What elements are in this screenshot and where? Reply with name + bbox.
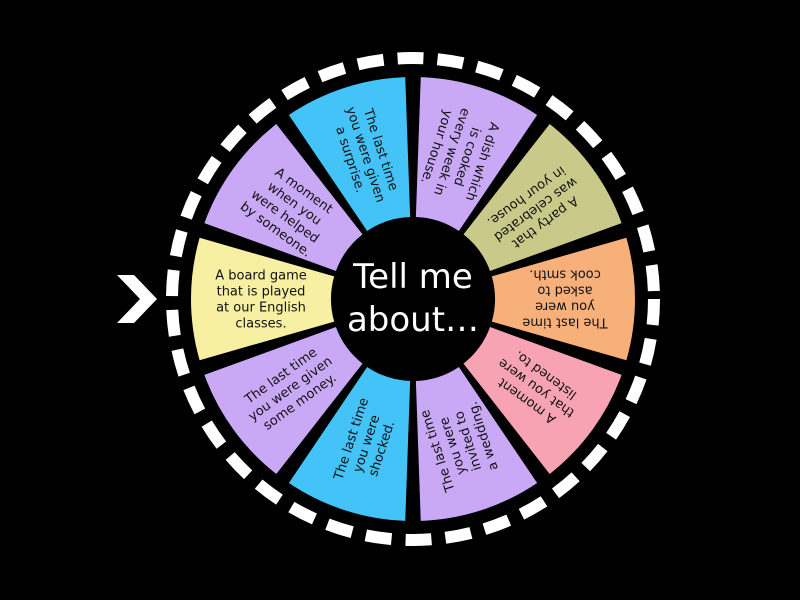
segment-text-line: you were [535,298,595,313]
segment-text-line: cook smth. [529,266,601,281]
wheel-segment-10[interactable] [204,327,363,474]
segment-text-line: asked to [537,282,592,297]
segment-text-line: The last time [522,314,608,329]
wheel-segment-2[interactable] [204,124,363,271]
wheel-segment-7[interactable] [463,327,622,474]
wheel-segment-9[interactable] [288,366,411,521]
segment-text-line: A board game [215,269,307,284]
segment-text-line: at our English [216,301,306,316]
center-line-1: Tell me [352,257,473,297]
wheel-segment-6[interactable] [491,237,635,361]
wheel-segment-8[interactable] [415,366,538,521]
wheel-segment-1[interactable] [191,237,335,361]
wheel-segment-4[interactable] [415,77,538,232]
wheel-segment-3[interactable] [288,77,411,232]
wheel-segment-5[interactable] [463,124,622,271]
segment-text-line: that is played [217,285,306,300]
wheel-hub[interactable] [338,224,488,374]
chevron-right-icon [117,275,157,323]
center-line-2: about… [347,300,479,340]
segment-text-line: classes. [235,317,286,332]
wheel-dashed-rim [166,52,660,546]
